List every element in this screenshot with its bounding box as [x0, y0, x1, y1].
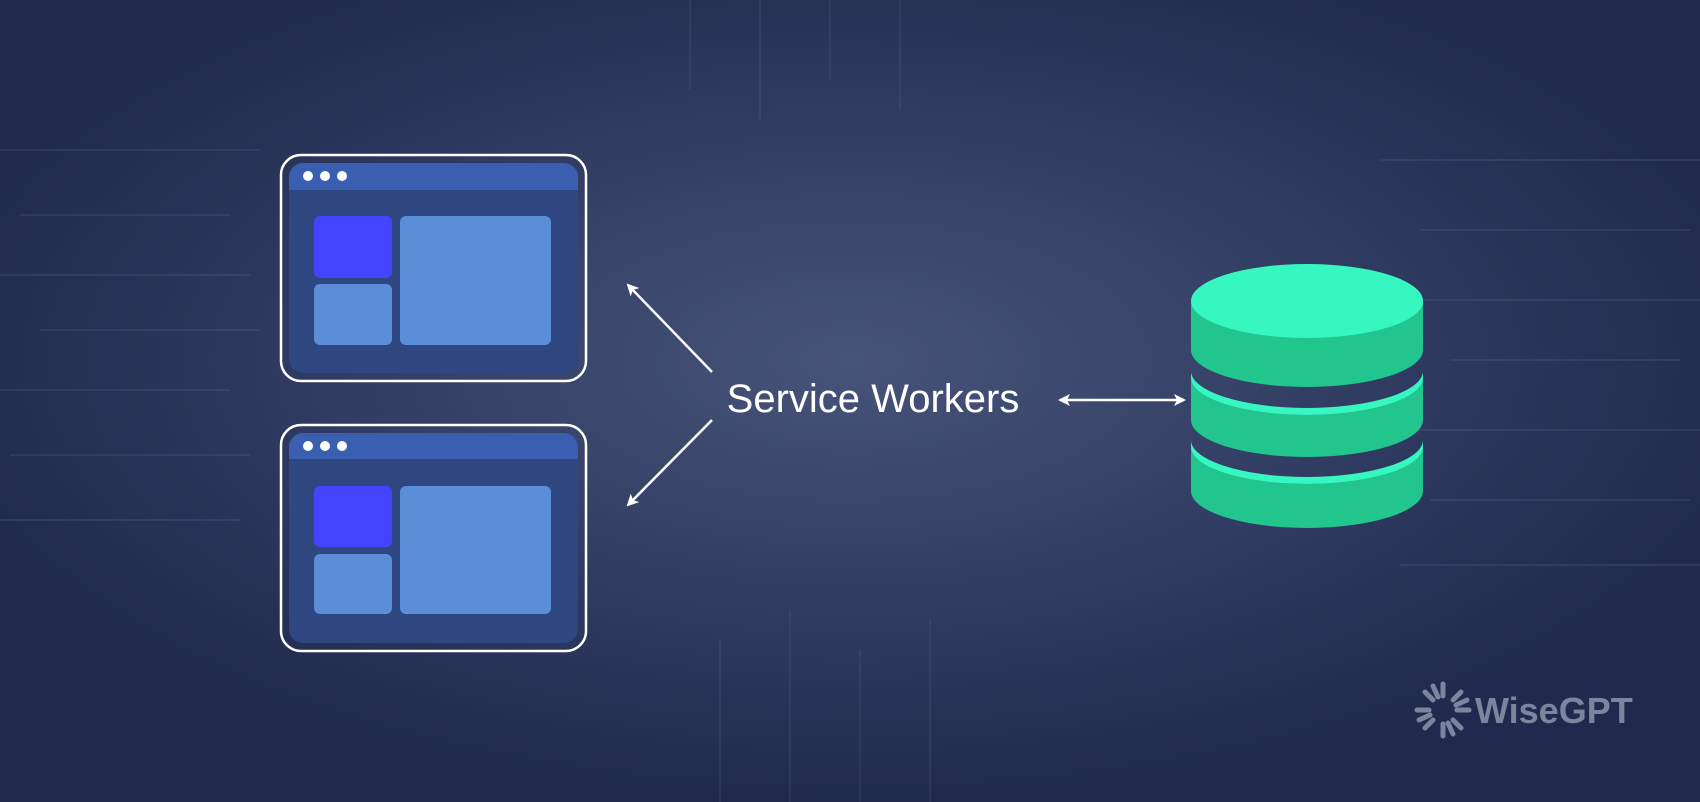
browser-window-outline [279, 153, 588, 383]
background-streaks [0, 149, 1700, 566]
browser-window-top [279, 153, 588, 383]
window-accent-block [314, 486, 392, 547]
watermark: WiseGPT [1414, 681, 1633, 739]
arrow-to-bottom-window [626, 419, 713, 507]
database-middle-segment [1191, 378, 1423, 457]
window-dot-icon [320, 441, 330, 451]
background-vertical-streaks [689, 0, 931, 802]
database-bottom-band [1191, 440, 1423, 484]
browser-window-titlebar [289, 433, 578, 459]
database-icon [1191, 264, 1423, 528]
wisegpt-logo-icon [1414, 681, 1472, 739]
database-top-cap [1191, 264, 1423, 338]
watermark-brand-text: WiseGPT [1475, 690, 1633, 731]
browser-window-bottom [279, 423, 588, 653]
window-dot-icon [303, 171, 313, 181]
browser-window-outline [279, 423, 588, 653]
database-middle-band [1191, 371, 1423, 415]
window-accent-block [314, 216, 392, 278]
browser-window-titlebar [289, 163, 578, 190]
window-dot-icon [337, 171, 347, 181]
window-main-panel [400, 216, 551, 345]
window-small-panel [314, 554, 392, 614]
service-workers-label: Service Workers [727, 377, 1020, 421]
arrow-to-top-window [626, 283, 713, 373]
window-dot-icon [303, 441, 313, 451]
window-small-panel [314, 284, 392, 345]
window-dot-icon [337, 441, 347, 451]
database-bottom-segment [1191, 447, 1423, 528]
window-dot-icon [320, 171, 330, 181]
window-main-panel [400, 486, 551, 614]
